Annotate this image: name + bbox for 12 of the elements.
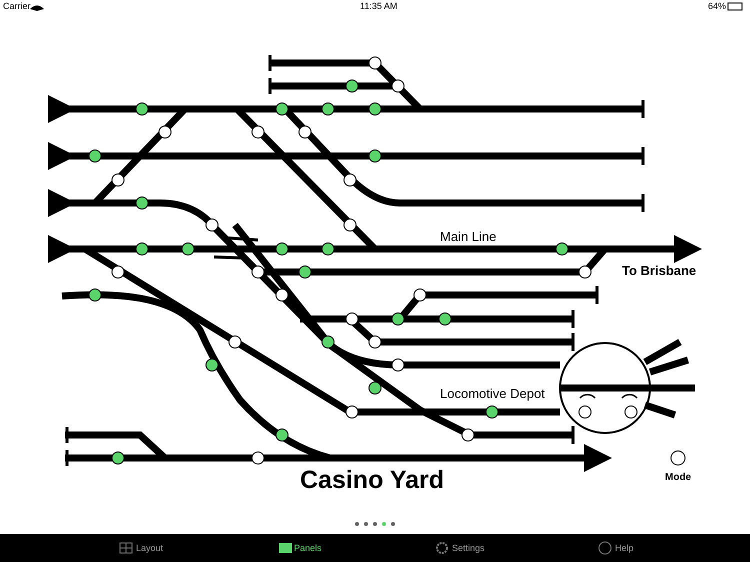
tab-label: Panels — [294, 543, 322, 553]
tab-label: Layout — [136, 543, 164, 553]
mode-label: Mode — [665, 472, 692, 483]
status-time: 11:35 AM — [360, 1, 398, 11]
carrier-label: Carrier — [3, 1, 31, 11]
line-label: Main Line — [440, 229, 496, 244]
battery-percent: 64% — [708, 1, 726, 11]
tab-label: Settings — [452, 543, 485, 553]
tab-label: Help — [615, 543, 634, 553]
destination-label: To Brisbane — [622, 263, 696, 278]
depot-label: Locomotive Depot — [440, 386, 545, 401]
yard-title: Casino Yard — [300, 466, 444, 495]
